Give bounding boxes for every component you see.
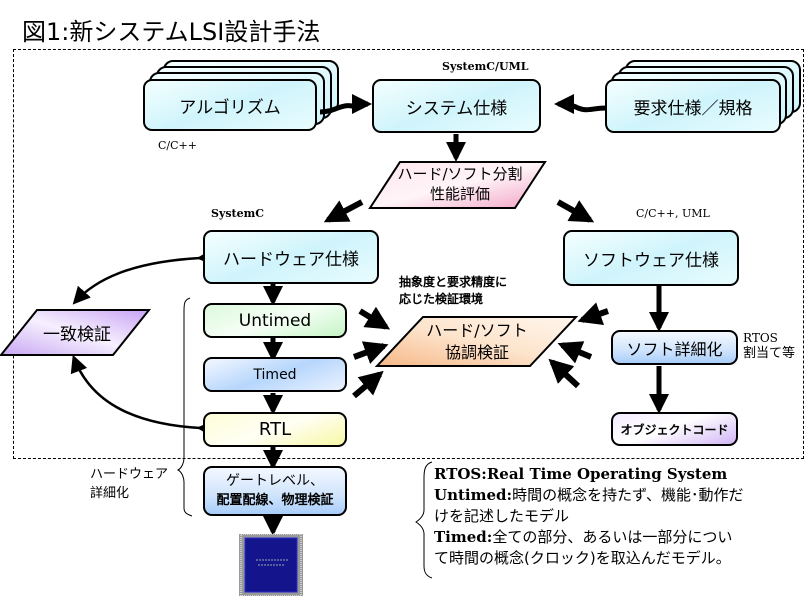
system-lsi-boundary	[13, 49, 804, 459]
requirements-label: 要求仕様／規格	[633, 98, 753, 119]
arrow-swspec-to-cosim	[577, 302, 609, 326]
hardware-spec-lang: SystemC	[211, 207, 265, 220]
arrow-timed-to-cosim	[352, 341, 389, 364]
note-row: Untimed:時間の概念を持たず、機能･動作だ	[434, 486, 744, 504]
soft-refine-label: ソフト詳細化	[626, 339, 723, 359]
rtl-label: RTL	[258, 419, 292, 440]
gate-level-line2: 配置配線、物理検証	[216, 493, 334, 508]
figure-title: 図1:新システムLSI設計手法	[22, 18, 321, 46]
system-spec-box[interactable]: システム仕様	[372, 79, 541, 133]
arrow-hwspec-consistency	[72, 248, 215, 305]
note-row: RTOS:Real Time Operating System	[434, 465, 728, 483]
object-code-box[interactable]: オブジェクトコード	[611, 412, 738, 446]
hardware-spec-box[interactable]: ハードウェア仕様	[203, 230, 379, 284]
cosim-note: 抽象度と要求精度に 応じた検証環境	[399, 274, 507, 308]
hw-refine-line1: ハードウェア	[90, 467, 169, 482]
partition-line2: 性能評価	[429, 185, 490, 203]
algorithm-lang: C/C++	[158, 139, 197, 152]
arrow-requirements-to-system	[554, 94, 607, 115]
soft-refine-note-line2: 割当て等	[743, 346, 796, 361]
system-spec-label: システム仕様	[405, 98, 508, 119]
algorithm-box[interactable]: アルゴリズム	[143, 79, 317, 131]
requirements-box[interactable]: 要求仕様／規格	[605, 79, 781, 133]
gate-level-box[interactable]: ゲートレベル、 配置配線、物理検証	[203, 466, 347, 516]
arrow-rtl-to-cosim	[352, 370, 384, 399]
glossary-notes: RTOS:Real Time Operating System Untimed:…	[434, 464, 744, 569]
arrow-partition-to-sw	[556, 199, 595, 223]
arrow-algorithm-to-system	[319, 94, 372, 115]
soft-refine-note-line1: RTOS	[743, 331, 778, 345]
consistency-check[interactable]: 一致検証	[22, 320, 132, 345]
partition-shape	[368, 161, 547, 209]
partition-line1: ハード/ソフト分割	[397, 165, 523, 183]
arrow-partition-to-hw	[323, 199, 364, 223]
note-row: けを記述したモデル	[434, 507, 570, 525]
arrow-untimed-to-cosim	[358, 306, 391, 330]
untimed-box[interactable]: Untimed	[203, 303, 347, 338]
software-spec-box[interactable]: ソフトウェア仕様	[563, 230, 739, 286]
cosim-text[interactable]: ハード/ソフト 協調検証	[402, 320, 552, 364]
arrow-objcode-to-cosim	[548, 358, 581, 389]
soft-refine-box[interactable]: ソフト詳細化	[611, 330, 738, 365]
soft-refine-note: RTOS 割当て等	[743, 330, 795, 362]
software-spec-label: ソフトウェア仕様	[583, 250, 719, 271]
algorithm-label: アルゴリズム	[179, 97, 281, 118]
cosim-line1: ハード/ソフト	[426, 321, 528, 340]
hardware-spec-label: ハードウェア仕様	[223, 249, 359, 270]
consistency-check-label: 一致検証	[43, 325, 111, 345]
software-spec-lang: C/C++, UML	[636, 207, 710, 220]
lsi-chip-icon	[239, 533, 303, 597]
partition-text[interactable]: ハード/ソフト分割 性能評価	[390, 164, 530, 204]
notes-brace	[415, 461, 433, 579]
cosim-line2: 協調検証	[444, 343, 509, 362]
hw-refine-brace	[176, 297, 193, 517]
cosim-note-line1: 抽象度と要求精度に	[399, 275, 508, 289]
cosim-note-line2: 応じた検証環境	[399, 292, 484, 306]
untimed-label: Untimed	[238, 310, 312, 331]
consistency-shape	[0, 309, 152, 356]
arrow-softrefine-to-cosim	[557, 341, 593, 364]
system-spec-lang: SystemC/UML	[442, 60, 529, 73]
hw-refine-label: ハードウェア 詳細化	[90, 465, 168, 503]
gate-level-line1: ゲートレベル、	[226, 473, 324, 489]
timed-label: Timed	[253, 366, 297, 383]
note-row: Timed:全ての部分、あるいは一部分につい	[434, 528, 733, 546]
hw-refine-line2: 詳細化	[90, 486, 130, 501]
rtl-box[interactable]: RTL	[203, 412, 347, 447]
object-code-label: オブジェクトコード	[620, 422, 729, 437]
note-row: て時間の概念(クロック)を取込んだモデル。	[434, 549, 731, 567]
cosim-shape	[374, 316, 579, 367]
timed-box[interactable]: Timed	[203, 357, 347, 392]
arrow-rtl-consistency	[70, 354, 215, 438]
